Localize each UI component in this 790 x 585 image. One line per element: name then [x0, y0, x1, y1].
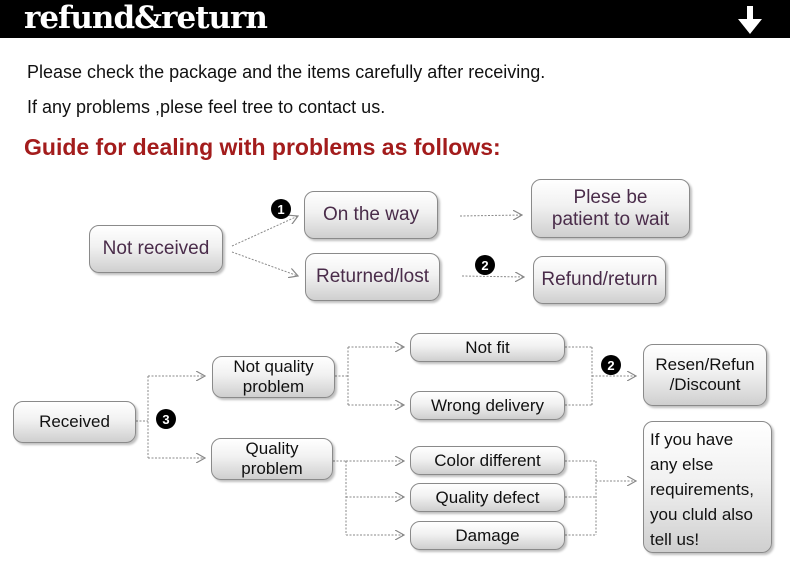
received-box: Received	[13, 401, 136, 443]
not-fit-box: Not fit	[410, 333, 565, 362]
intro-line-1: Please check the package and the items c…	[27, 62, 546, 82]
received-label: Received	[39, 412, 110, 431]
guide-title: Guide for dealing with problems as follo…	[24, 134, 501, 160]
wrong-delivery-box: Wrong delivery	[410, 391, 565, 420]
color-different-box: Color different	[410, 446, 565, 475]
quality-defect-label: Quality defect	[435, 487, 540, 507]
not-received-label: Not received	[102, 238, 210, 259]
be-patient-label: Plese be patient to wait	[551, 186, 670, 230]
step-1-badge: 1	[271, 199, 291, 219]
returned-lost-box: Returned/lost	[305, 253, 440, 301]
quality-defect-box: Quality defect	[410, 483, 565, 512]
other-requirements-label: If you have any else requirements, you c…	[650, 430, 754, 549]
step-2b-badge: 2	[601, 355, 621, 375]
arrow-down-icon	[738, 6, 762, 34]
step-2-badge: 2	[475, 255, 495, 275]
not-quality-problem-box: Not quality problem	[212, 356, 335, 398]
resend-refund-discount-box: Resen/Refun /Discount	[643, 344, 767, 406]
not-received-box: Not received	[89, 225, 223, 273]
step-3-badge: 3	[156, 409, 176, 429]
wrong-delivery-label: Wrong delivery	[430, 395, 545, 415]
damage-label: Damage	[455, 525, 520, 545]
on-the-way-box: On the way	[304, 191, 438, 239]
returned-lost-label: Returned/lost	[315, 266, 429, 287]
be-patient-box: Plese be patient to wait	[531, 179, 690, 238]
header-bar: refund&return	[0, 0, 790, 38]
resend-refund-discount-label: Resen/Refun /Discount	[655, 355, 755, 394]
refund-return-box: Refund/return	[533, 256, 666, 304]
color-different-label: Color different	[434, 450, 541, 470]
header-title: refund&return	[24, 0, 268, 36]
not-fit-label: Not fit	[465, 337, 510, 357]
not-quality-problem-label: Not quality problem	[233, 357, 314, 396]
refund-return-label: Refund/return	[541, 269, 658, 290]
quality-problem-box: Quality problem	[211, 438, 333, 480]
damage-box: Damage	[410, 521, 565, 550]
other-requirements-box: If you have any else requirements, you c…	[643, 421, 772, 553]
quality-problem-label: Quality problem	[241, 439, 303, 478]
intro-line-2: If any problems ,plese feel tree to cont…	[27, 97, 386, 117]
on-the-way-label: On the way	[322, 204, 420, 225]
